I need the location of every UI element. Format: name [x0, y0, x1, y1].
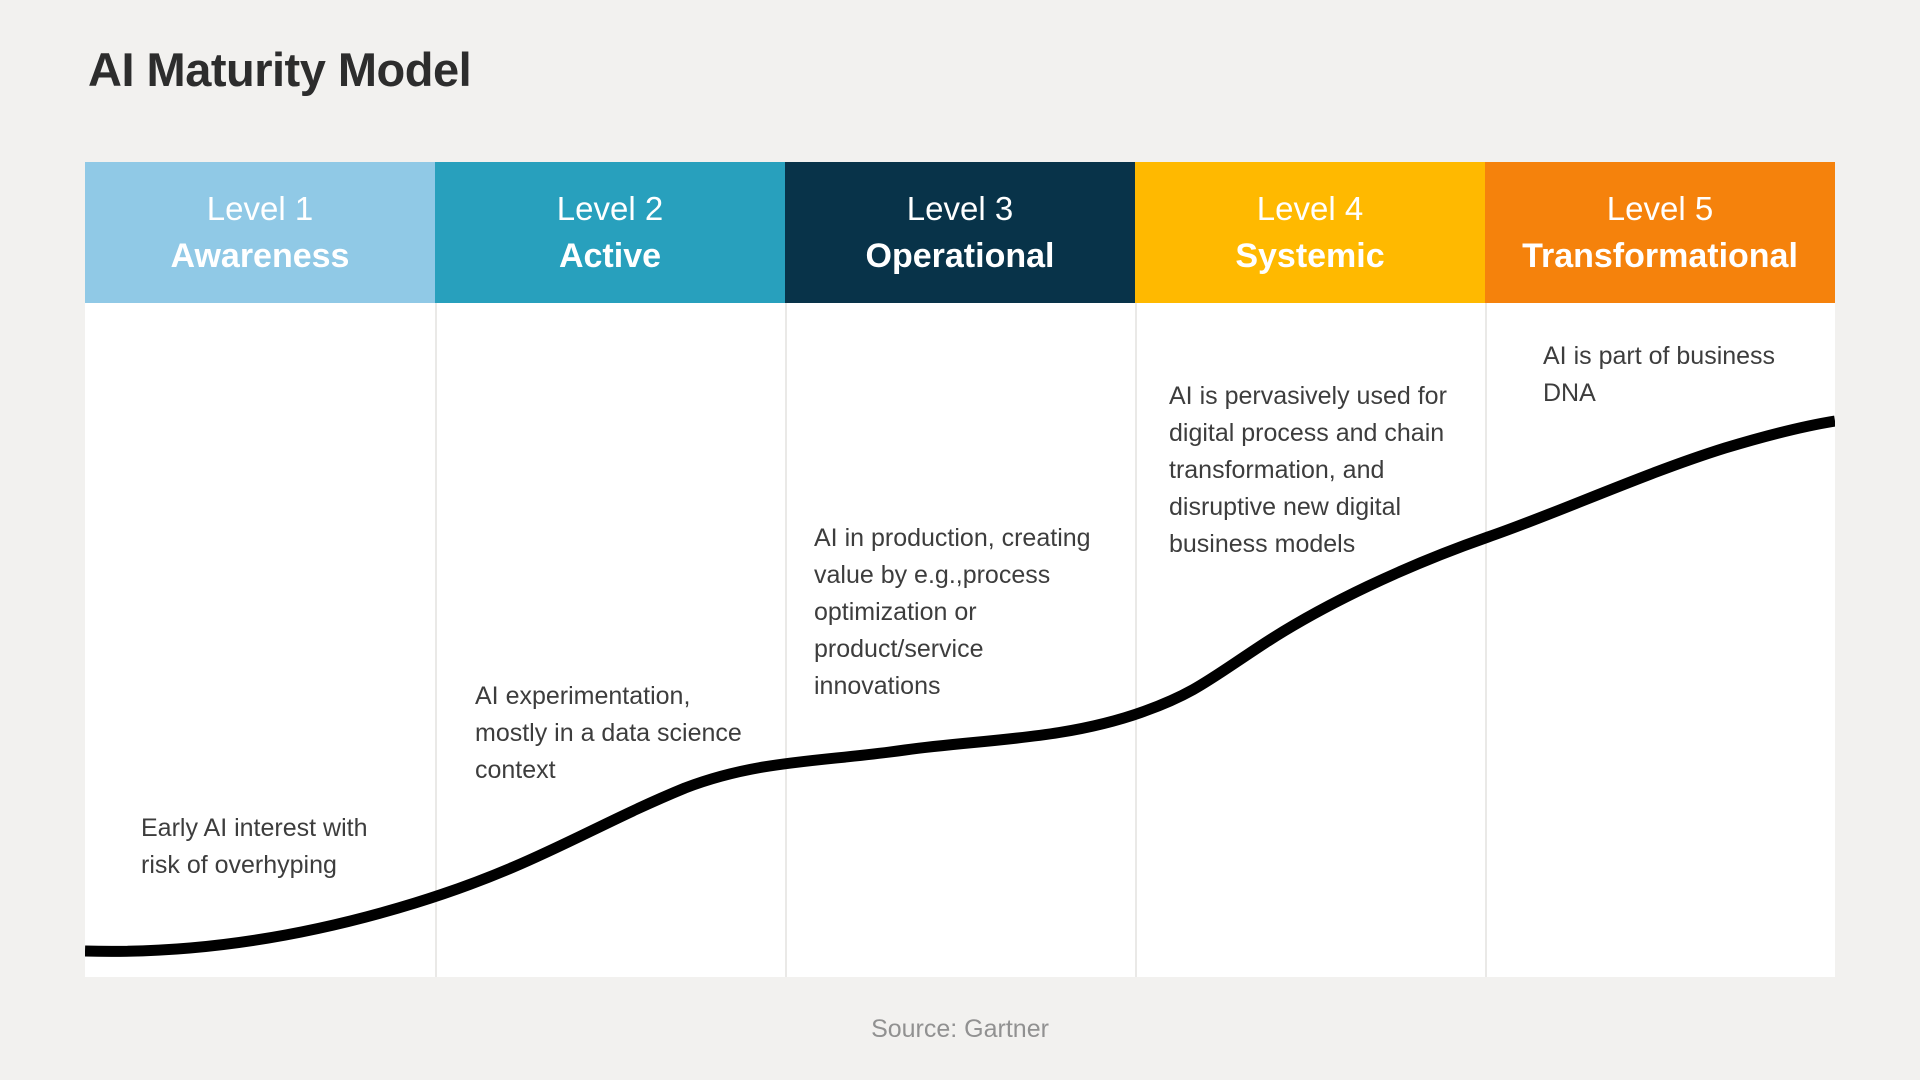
level-title: Level 3	[906, 189, 1014, 227]
level-description: Early AI interest with risk of overhypin…	[141, 814, 368, 879]
level-description: AI is pervasively used for digital proce…	[1169, 382, 1447, 558]
level-column-1: Early AI interest with risk of overhypin…	[85, 303, 435, 977]
level-name: Active	[558, 236, 662, 275]
level-title: Level 5	[1606, 189, 1714, 227]
level-name: Transformational	[1522, 236, 1798, 275]
level-title: Level 4	[1256, 189, 1364, 227]
level-name: Awareness	[170, 236, 350, 275]
level-column-4: AI is pervasively used for digital proce…	[1135, 303, 1485, 977]
level-header-4: Level 4 Systemic	[1135, 162, 1485, 303]
level-column-5: AI is part of business DNA	[1485, 303, 1835, 977]
levels-body: Early AI interest with risk of overhypin…	[85, 303, 1835, 977]
level-name: Systemic	[1235, 236, 1385, 275]
level-description: AI is part of business DNA	[1543, 342, 1776, 407]
level-header-1: Level 1 Awareness	[85, 162, 435, 303]
level-column-2: AI experimentation, mostly in a data sci…	[435, 303, 785, 977]
level-headers-row: Level 1 Awareness Level 2 Active Level 3…	[85, 162, 1835, 303]
source-caption: Source: Gartner	[871, 1015, 1049, 1043]
level-header-3: Level 3 Operational	[785, 162, 1135, 303]
page-title: AI Maturity Model	[88, 43, 472, 96]
level-title: Level 1	[206, 189, 314, 227]
level-name: Operational	[865, 236, 1055, 275]
maturity-table: Level 1 Awareness Level 2 Active Level 3…	[85, 162, 1835, 977]
level-header-5: Level 5 Transformational	[1485, 162, 1835, 303]
level-title: Level 2	[556, 189, 664, 227]
level-column-3: AI in production, creating value by e.g.…	[785, 303, 1135, 977]
level-description: AI in production, creating value by e.g.…	[814, 524, 1091, 700]
level-header-2: Level 2 Active	[435, 162, 785, 303]
level-description: AI experimentation, mostly in a data sci…	[475, 682, 742, 784]
